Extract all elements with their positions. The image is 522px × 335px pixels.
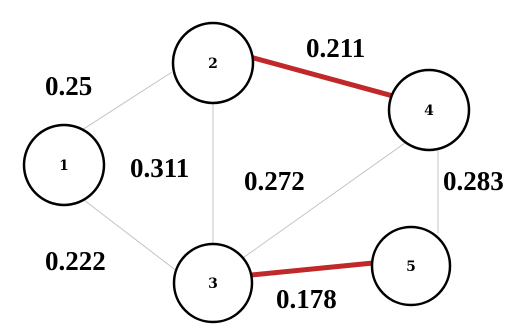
node-1-circle [22,123,106,207]
edge-3-5 [250,260,374,278]
node-3: 3 [172,242,254,324]
edge-weight-4-5: 0.283 [443,166,504,196]
node-3-circle [172,242,254,324]
edge-weight-2-4: 0.211 [306,33,365,63]
edge-weight-1-3: 0.222 [45,246,106,276]
edge-weight-2-3: 0.311 [130,153,189,183]
edge-weight-3-5: 0.178 [276,284,337,314]
node-5-circle [370,225,452,307]
node-4: 4 [387,68,471,152]
edge-3-4 [239,137,413,261]
node-5-label: 5 [406,259,416,275]
node-5: 5 [370,225,452,307]
weights-layer: 0.25 0.222 0.311 0.211 0.272 0.178 0.283 [45,33,504,314]
node-2: 2 [171,21,255,105]
node-2-label: 2 [208,56,218,72]
edge-2-4 [249,54,394,99]
edge-weight-1-2: 0.25 [45,71,92,101]
edge-weight-3-4: 0.272 [244,166,305,196]
node-1: 1 [22,123,106,207]
node-1-label: 1 [59,158,69,174]
node-2-circle [171,21,255,105]
edge-1-2 [81,71,173,131]
node-3-label: 3 [208,276,218,292]
node-4-label: 4 [424,103,434,119]
edge-1-3 [83,199,179,273]
node-4-circle [387,68,471,152]
edges-layer [81,54,439,278]
nodes-layer: 1 2 3 4 5 [22,21,471,324]
